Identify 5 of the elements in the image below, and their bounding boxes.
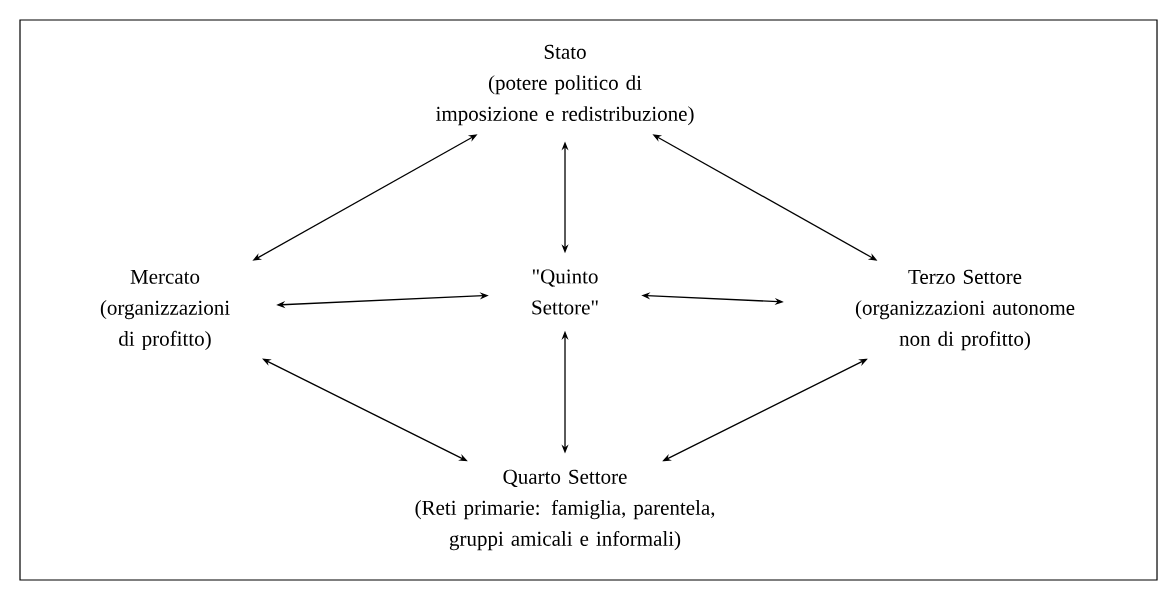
sector-label: Mercato (organizzazioni di profitto) <box>100 269 230 351</box>
sector-label: Quarto Settore (Reti primarie: famiglia, parentela, gruppi amicali e informali) <box>415 469 715 551</box>
sector-label: "Quinto Settore" <box>532 269 598 315</box>
sector-label: Stato (potere politico di imposizione e redistribuzione) <box>436 44 694 126</box>
sector-label: Terzo Settore (organizzazioni autonome non di profitto) <box>855 269 1075 351</box>
